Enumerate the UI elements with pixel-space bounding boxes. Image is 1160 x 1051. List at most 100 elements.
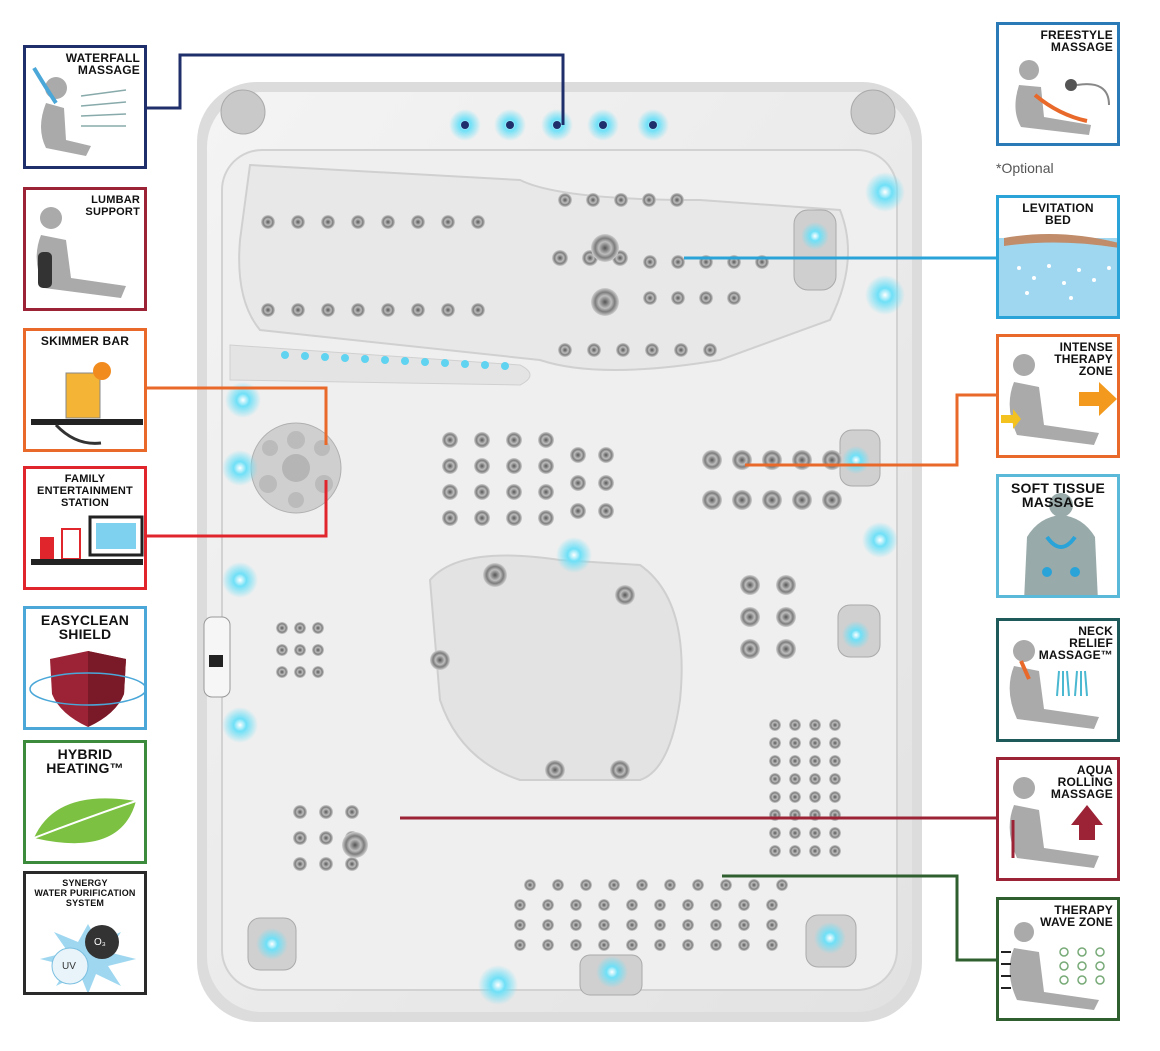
jet xyxy=(552,879,564,891)
card-title: SKIMMER BAR xyxy=(40,334,130,348)
footwell xyxy=(428,554,683,781)
jet xyxy=(591,288,619,316)
jet xyxy=(570,899,582,911)
card-easyclean-shield: EASYCLEAN SHIELD xyxy=(23,606,147,730)
jet xyxy=(542,919,554,931)
card-levitation-bed: LEVITATION BED xyxy=(996,195,1120,319)
jet xyxy=(471,303,485,317)
jet xyxy=(789,773,801,785)
jet xyxy=(654,899,666,911)
jet xyxy=(762,490,782,510)
jet xyxy=(442,432,458,448)
jet xyxy=(441,303,455,317)
jet xyxy=(591,234,619,262)
jet xyxy=(312,666,324,678)
jet xyxy=(321,303,335,317)
jet xyxy=(552,250,568,266)
jet xyxy=(699,291,713,305)
jet xyxy=(654,939,666,951)
jet xyxy=(351,303,365,317)
jet xyxy=(615,585,635,605)
jet xyxy=(538,432,554,448)
jet xyxy=(769,791,781,803)
jet xyxy=(822,490,842,510)
jets-group xyxy=(261,193,842,951)
jet xyxy=(740,607,760,627)
jet xyxy=(276,644,288,656)
jet xyxy=(291,303,305,317)
jet xyxy=(829,719,841,731)
jet xyxy=(538,484,554,500)
jet xyxy=(345,857,359,871)
card-title: INTENSE THERAPY ZONE xyxy=(1054,340,1113,378)
jet xyxy=(411,215,425,229)
jet xyxy=(351,215,365,229)
jet xyxy=(809,827,821,839)
jet xyxy=(411,303,425,317)
jet xyxy=(822,450,842,470)
jet xyxy=(792,450,812,470)
jet xyxy=(769,827,781,839)
jet xyxy=(570,475,586,491)
jet xyxy=(643,291,657,305)
jet xyxy=(293,857,307,871)
optional-note: *Optional xyxy=(996,160,1054,176)
jet xyxy=(598,919,610,931)
waterfall-massage-icon xyxy=(32,66,127,156)
jet xyxy=(586,193,600,207)
jet xyxy=(809,737,821,749)
card-title: SOFT TISSUE MASSAGE xyxy=(1011,480,1105,510)
card-title: LEVITATION BED xyxy=(1022,201,1094,227)
jet xyxy=(692,879,704,891)
jet xyxy=(545,760,565,780)
jet xyxy=(789,755,801,767)
jet xyxy=(442,458,458,474)
card-soft-tissue: SOFT TISSUE MASSAGE xyxy=(996,474,1120,598)
connector-lines xyxy=(147,53,997,962)
jet xyxy=(587,343,601,357)
jet xyxy=(293,805,307,819)
jet xyxy=(829,845,841,857)
jet xyxy=(674,343,688,357)
jet xyxy=(829,827,841,839)
jet xyxy=(789,827,801,839)
jet xyxy=(474,432,490,448)
jet xyxy=(636,879,648,891)
card-title: NECK RELIEF MASSAGE™ xyxy=(1038,624,1113,662)
jet xyxy=(762,450,782,470)
jet xyxy=(294,644,306,656)
jet xyxy=(769,755,781,767)
uv-label: UV xyxy=(62,961,76,972)
card-synergy-purification: SYNERGY WATER PURIFICATION SYSTEM O₃ UV xyxy=(23,871,147,995)
jet xyxy=(626,919,638,931)
jet xyxy=(626,899,638,911)
jet xyxy=(829,791,841,803)
jet xyxy=(710,939,722,951)
card-intense-therapy: INTENSE THERAPY ZONE xyxy=(996,334,1120,458)
card-title: HYBRID HEATING™ xyxy=(46,746,124,776)
jet xyxy=(626,939,638,951)
jet xyxy=(598,503,614,519)
jet xyxy=(776,607,796,627)
jet xyxy=(580,879,592,891)
jet xyxy=(645,343,659,357)
jet xyxy=(542,939,554,951)
jet xyxy=(506,510,522,526)
card-freestyle-massage: FREESTYLE MASSAGE xyxy=(996,22,1120,146)
jet xyxy=(474,510,490,526)
jet xyxy=(792,490,812,510)
jet xyxy=(664,879,676,891)
jet xyxy=(598,939,610,951)
jet xyxy=(670,193,684,207)
leaf-icon xyxy=(33,798,137,844)
jet xyxy=(474,484,490,500)
lumbar-support-icon xyxy=(36,207,126,298)
card-title: EASYCLEAN SHIELD xyxy=(40,612,130,642)
jet xyxy=(809,755,821,767)
card-hybrid-heating: HYBRID HEATING™ xyxy=(23,740,147,864)
jet xyxy=(524,879,536,891)
jet xyxy=(276,622,288,634)
jet xyxy=(381,215,395,229)
jet xyxy=(276,666,288,678)
